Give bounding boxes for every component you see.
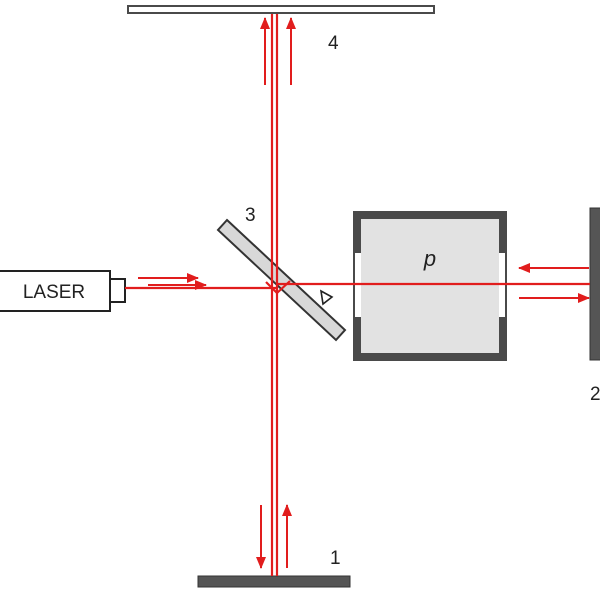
mirror-4 xyxy=(127,5,435,14)
laser-label: LASER xyxy=(23,282,85,303)
beam-paths xyxy=(125,14,590,576)
beam-splitter-reflection-b xyxy=(276,280,291,294)
label-beam-splitter: 3 xyxy=(245,205,256,226)
cell-label: p xyxy=(423,246,436,271)
label-mirror-2: 2 xyxy=(590,384,600,405)
direction-arrows xyxy=(138,17,590,569)
mirror-1 xyxy=(197,575,351,588)
sample-cell: p xyxy=(353,211,507,361)
beam-splitter-plate xyxy=(216,218,347,342)
label-mirror-1: 1 xyxy=(330,548,341,569)
laser-aperture xyxy=(109,278,126,303)
compensator-mark xyxy=(319,289,334,306)
laser: LASER xyxy=(0,270,126,312)
cell-interior xyxy=(361,219,499,353)
mirror-2 xyxy=(589,207,600,361)
beam-splitter-reflection-a xyxy=(265,281,278,294)
label-mirror-4: 4 xyxy=(328,33,339,54)
beam-splitter xyxy=(216,218,347,342)
